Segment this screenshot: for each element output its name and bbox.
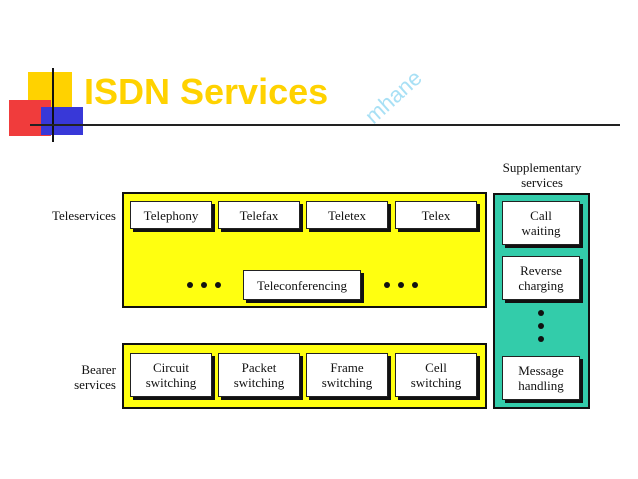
ellipsis-dot: [187, 282, 193, 288]
vertical-ellipsis-dot: [538, 310, 544, 316]
supplementary-label-line-2: services: [521, 175, 563, 190]
ellipsis-dot: [384, 282, 390, 288]
teleservice-teleconferencing: Teleconferencing: [243, 270, 361, 300]
teleservice-teletex: Teletex: [306, 201, 388, 229]
supplementary-services-label: Supplementary services: [490, 160, 594, 190]
bearer-label-line-1: Bearer: [81, 362, 116, 377]
title-underline: [30, 124, 620, 126]
bearer-services-label: Bearer services: [40, 362, 116, 392]
ellipsis-dot: [412, 282, 418, 288]
bearer-label-line-2: services: [74, 377, 116, 392]
ellipsis-dot: [398, 282, 404, 288]
supplementary-label-line-1: Supplementary: [502, 160, 582, 175]
ellipsis-dot: [215, 282, 221, 288]
teleservices-label: Teleservices: [51, 208, 116, 223]
title-decoration-vertical-line: [52, 68, 54, 142]
title-decoration-blue-square: [41, 107, 83, 135]
teleservice-telefax: Telefax: [218, 201, 300, 229]
ellipsis-dot: [201, 282, 207, 288]
slide-title: ISDN Services: [84, 71, 329, 112]
vertical-ellipsis-dot: [538, 336, 544, 342]
teleservice-telex: Telex: [395, 201, 477, 229]
vertical-ellipsis-dot: [538, 323, 544, 329]
teleservice-telephony: Telephony: [130, 201, 212, 229]
watermark-text: mhane: [360, 64, 427, 129]
